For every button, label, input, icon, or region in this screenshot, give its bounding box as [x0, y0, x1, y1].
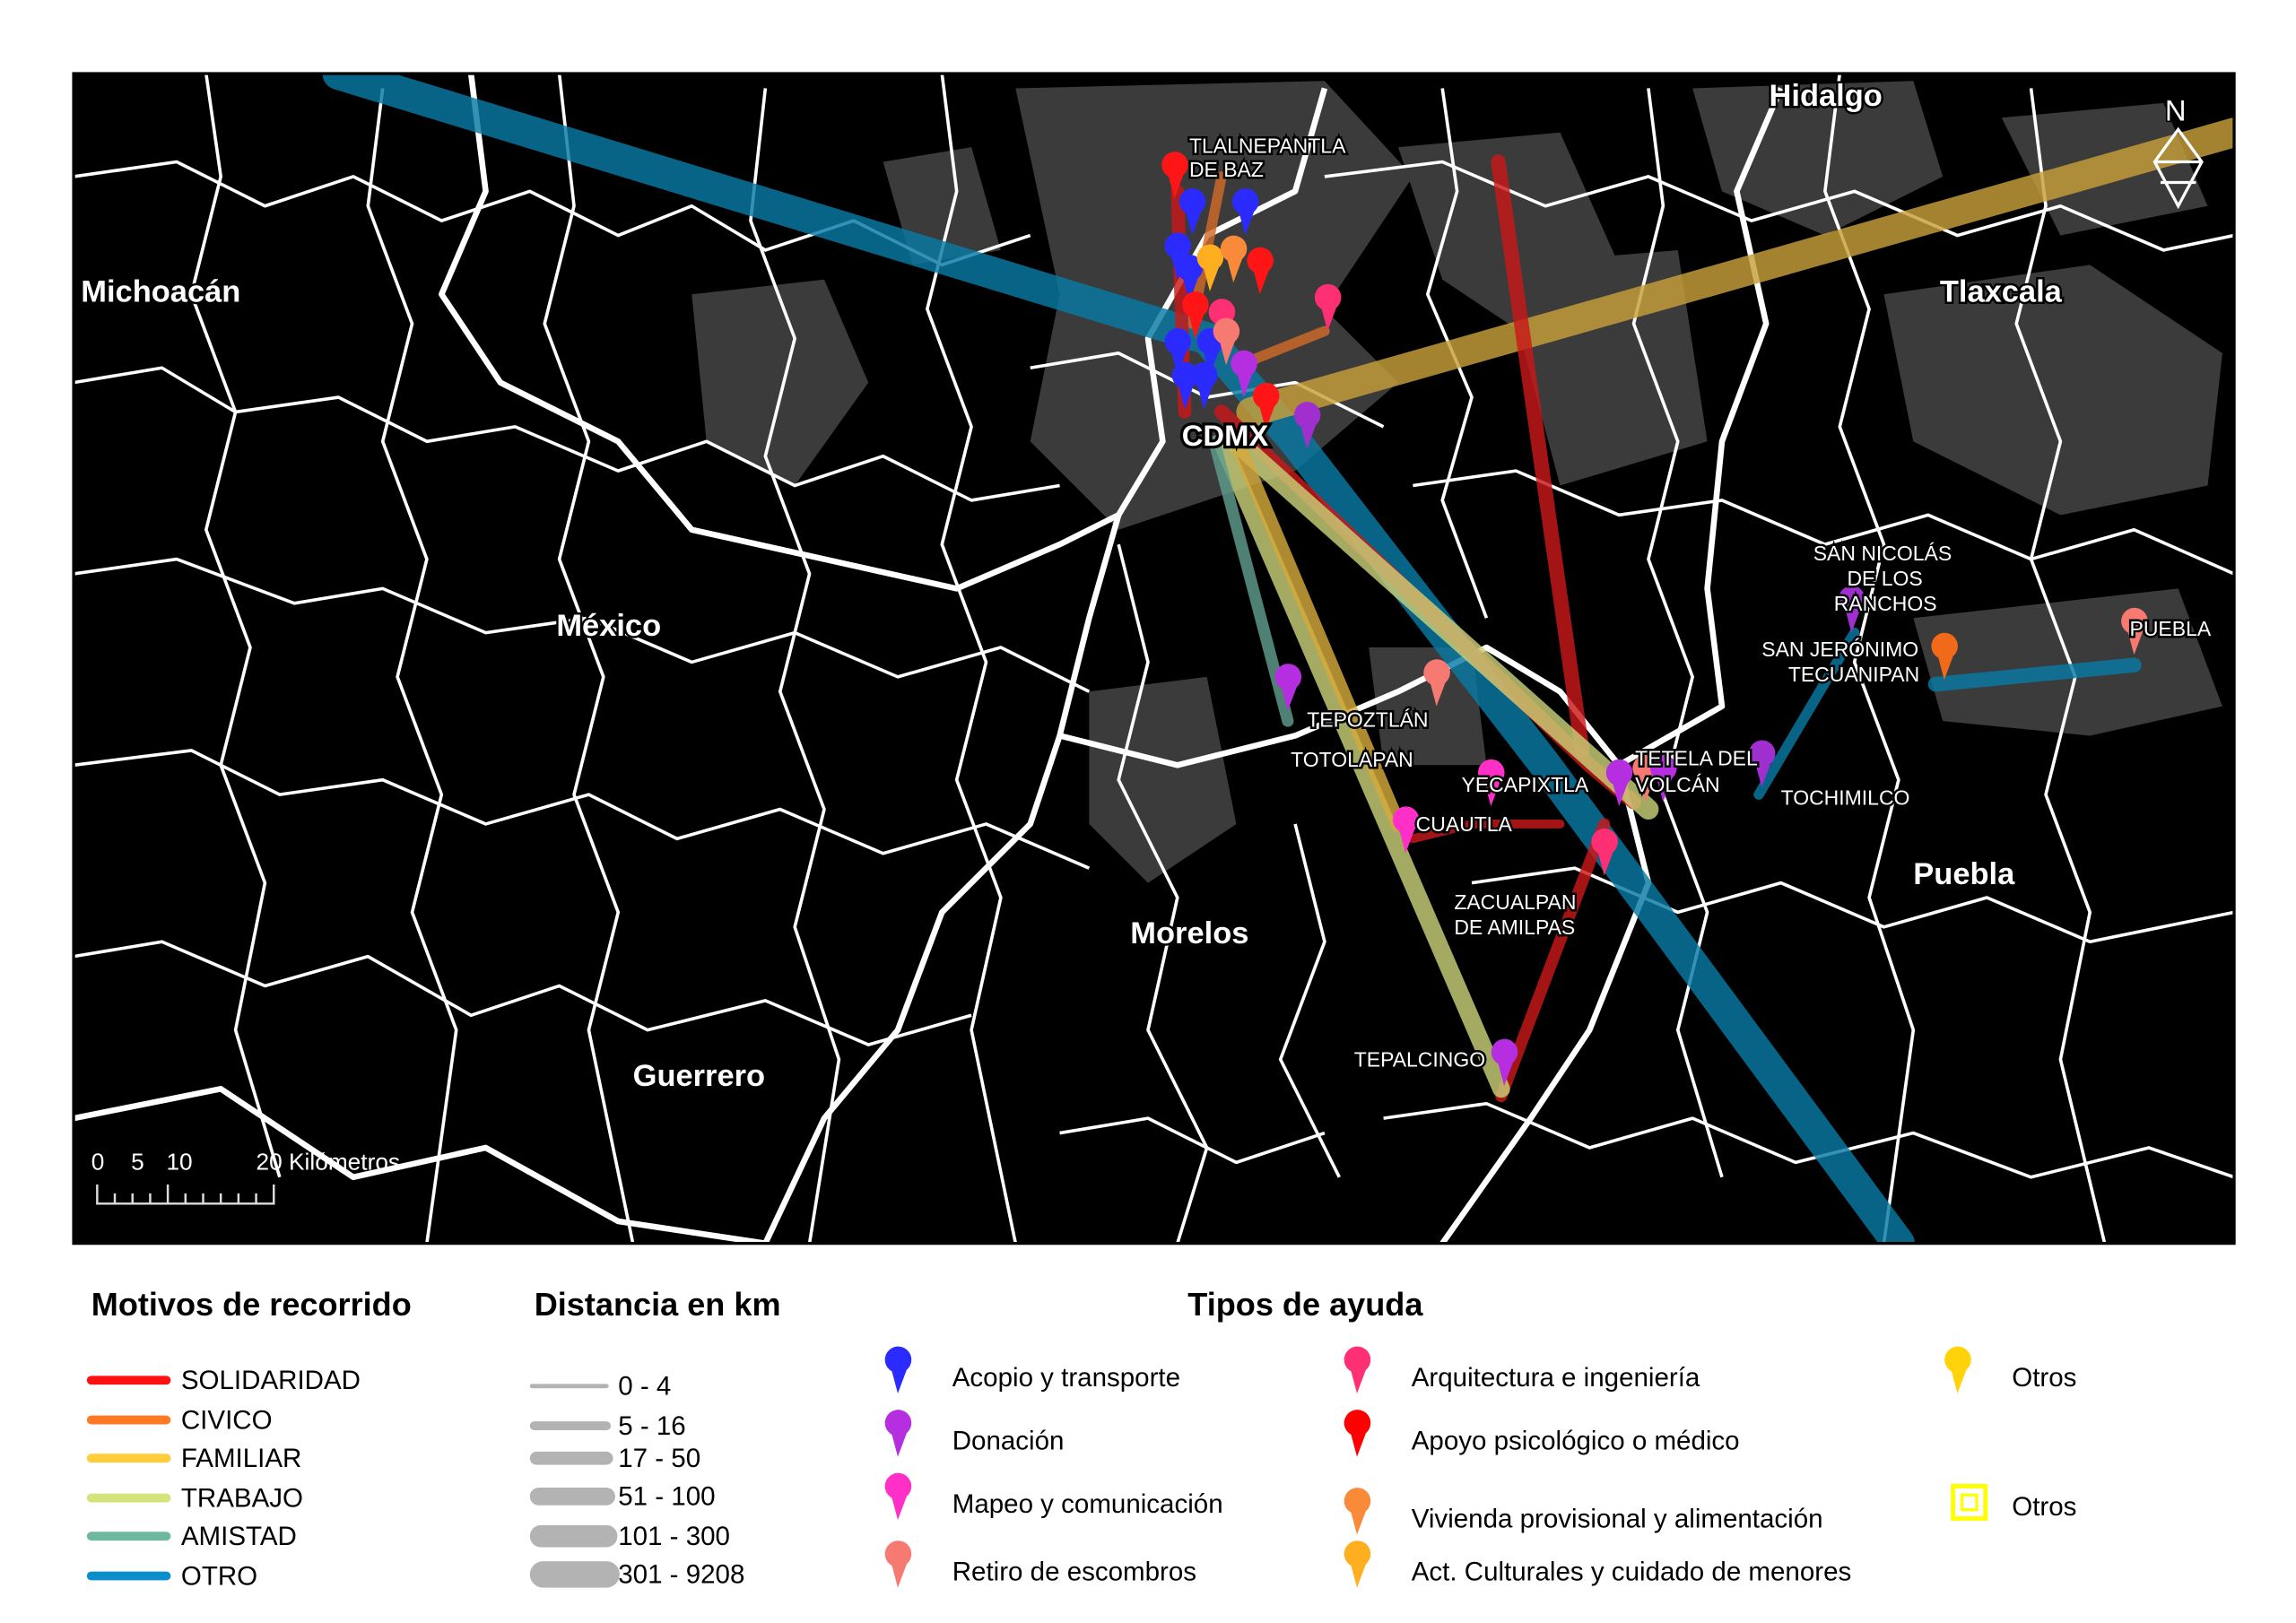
legend-pin-icon [1344, 1346, 1371, 1394]
map-frame [72, 72, 2236, 1245]
place-label: DE AMILPAS [1454, 916, 1575, 939]
legend-title: Tipos de ayuda [1187, 1286, 1423, 1323]
place-label-cdmx: CDMX [1182, 419, 1269, 452]
place-labels: TLALNEPANTLA DE BAZ CDMX TEPOZTLÁN TOTOL… [1178, 132, 2213, 1073]
place-label: TEPOZTLÁN [1307, 708, 1428, 732]
place-label: TEPALCINGO [1354, 1048, 1485, 1072]
place-label: YECAPIXTLA [1462, 773, 1589, 796]
place-label: SAN NICOLÁS [1813, 542, 1952, 565]
place-label: TECUANIPAN [1788, 663, 1919, 686]
legend-label: TRABAJO [181, 1483, 303, 1513]
route-familiar [1236, 117, 2235, 427]
legend-label: Apoyo psicológico o médico [1412, 1426, 1740, 1455]
place-label: VOLCÁN [1635, 773, 1719, 796]
legend-label: AMISTAD [181, 1522, 297, 1551]
legend-label: Mapeo y comunicación [952, 1489, 1223, 1519]
route-otro [322, 74, 1915, 1244]
legend-label: 0 - 4 [618, 1372, 671, 1402]
place-label: ZACUALPAN [1454, 890, 1576, 914]
place-label: TOCHIMILCO [1781, 786, 1910, 810]
legend-label: 17 - 50 [618, 1444, 700, 1473]
legend-label: Donación [952, 1426, 1065, 1455]
legend-label: Acopio y transporte [952, 1363, 1180, 1393]
legend-pin-icon [884, 1346, 912, 1394]
region-label-puebla: Puebla [1913, 857, 2015, 891]
legend-title: Distancia en km [535, 1286, 781, 1323]
legend-pin-icon [884, 1410, 912, 1457]
scale-tick-label: 20 Kilómetros [257, 1149, 401, 1176]
region-label-hidalgo: Hidalgo [1769, 79, 1882, 113]
legend-pin-icon [1344, 1410, 1371, 1457]
region-labels: Michoacán México Hidalgo Tlaxcala Morelo… [79, 77, 2065, 1096]
legend-label: Retiro de escombros [952, 1557, 1196, 1586]
region-label-michoacan: Michoacán [81, 274, 240, 308]
svg-text:N: N [2165, 94, 2187, 127]
route-solidaridad [1408, 820, 1565, 844]
scale-tick-label: 5 [131, 1149, 144, 1176]
region-label-guerrero: Guerrero [633, 1059, 765, 1093]
place-label: SAN JERÓNIMO [1761, 638, 1918, 661]
region-label-tlaxcala: Tlaxcala [1940, 274, 2063, 308]
legend-label: Arquitectura e ingeniería [1412, 1363, 1700, 1393]
legend-label: CIVICO [181, 1405, 273, 1435]
legend-ayuda: Tipos de ayuda Acopio y transporteDonaci… [884, 1286, 2076, 1588]
legend-label: Otros [2012, 1492, 2076, 1522]
region-label-morelos: Morelos [1130, 916, 1248, 950]
place-label: DE BAZ [1189, 158, 1264, 181]
legend-pin-icon [884, 1541, 912, 1588]
legend-pin-icon [1344, 1541, 1371, 1588]
map-panel[interactable]: Michoacán México Hidalgo Tlaxcala Morelo… [74, 74, 2235, 1244]
place-label: TETELA DEL [1635, 746, 1758, 769]
scale-tick-label: 0 [91, 1149, 105, 1176]
legend-label: 301 - 9208 [618, 1560, 744, 1590]
legend-title: Motivos de recorrido [91, 1286, 412, 1323]
route-otro [1927, 657, 2142, 692]
place-label: CUAUTLA [1416, 812, 1513, 836]
legend-pin-icon [1944, 1346, 1971, 1394]
route-solidaridad [1495, 818, 1611, 1103]
place-label: DE LOS [1847, 567, 1922, 590]
legend-label: 101 - 300 [618, 1522, 730, 1551]
north-arrow-icon: N [2152, 92, 2204, 210]
place-label: TOTOLAPAN [1291, 748, 1413, 771]
route-otro [1753, 627, 1860, 800]
legend-label: 5 - 16 [618, 1411, 685, 1441]
legend-square-icon [1951, 1483, 1988, 1521]
route-familiar [1229, 434, 1406, 832]
place-label: RANCHOS [1834, 592, 1937, 615]
legend-label: Vivienda provisional y alimentación [1412, 1504, 1823, 1533]
route-trabajo [1225, 430, 1659, 820]
legend-label: OTRO [181, 1561, 257, 1591]
legend-label: FAMILIAR [181, 1444, 302, 1473]
place-label: TLALNEPANTLA [1189, 135, 1346, 158]
legend-label: SOLIDARIDAD [181, 1366, 361, 1395]
legend-distancia: Distancia en km 0 - 4 5 - 16 17 - 50 51 - 1… [529, 1286, 781, 1590]
legend-pin-icon [884, 1472, 912, 1521]
route-solidaridad [1491, 154, 1590, 759]
route-civico [1246, 325, 1330, 366]
place-label: PUEBLA [2130, 617, 2212, 640]
legend-label: Otros [2012, 1363, 2076, 1393]
legend-pin-icon [1344, 1488, 1371, 1535]
region-label-mexico: México [556, 609, 661, 643]
scale-tick-label: 10 [166, 1149, 192, 1176]
scale-bar: 0 5 10 20 Kilómetros [91, 1149, 401, 1205]
legend-label: 51 - 100 [618, 1482, 715, 1512]
route-trabajo [1213, 432, 1510, 1098]
legend-label: Act. Culturales y cuidado de menores [1412, 1557, 1852, 1586]
legend-motivos: Motivos de recorrido SOLIDARIDAD CIVICO FA… [86, 1286, 412, 1591]
